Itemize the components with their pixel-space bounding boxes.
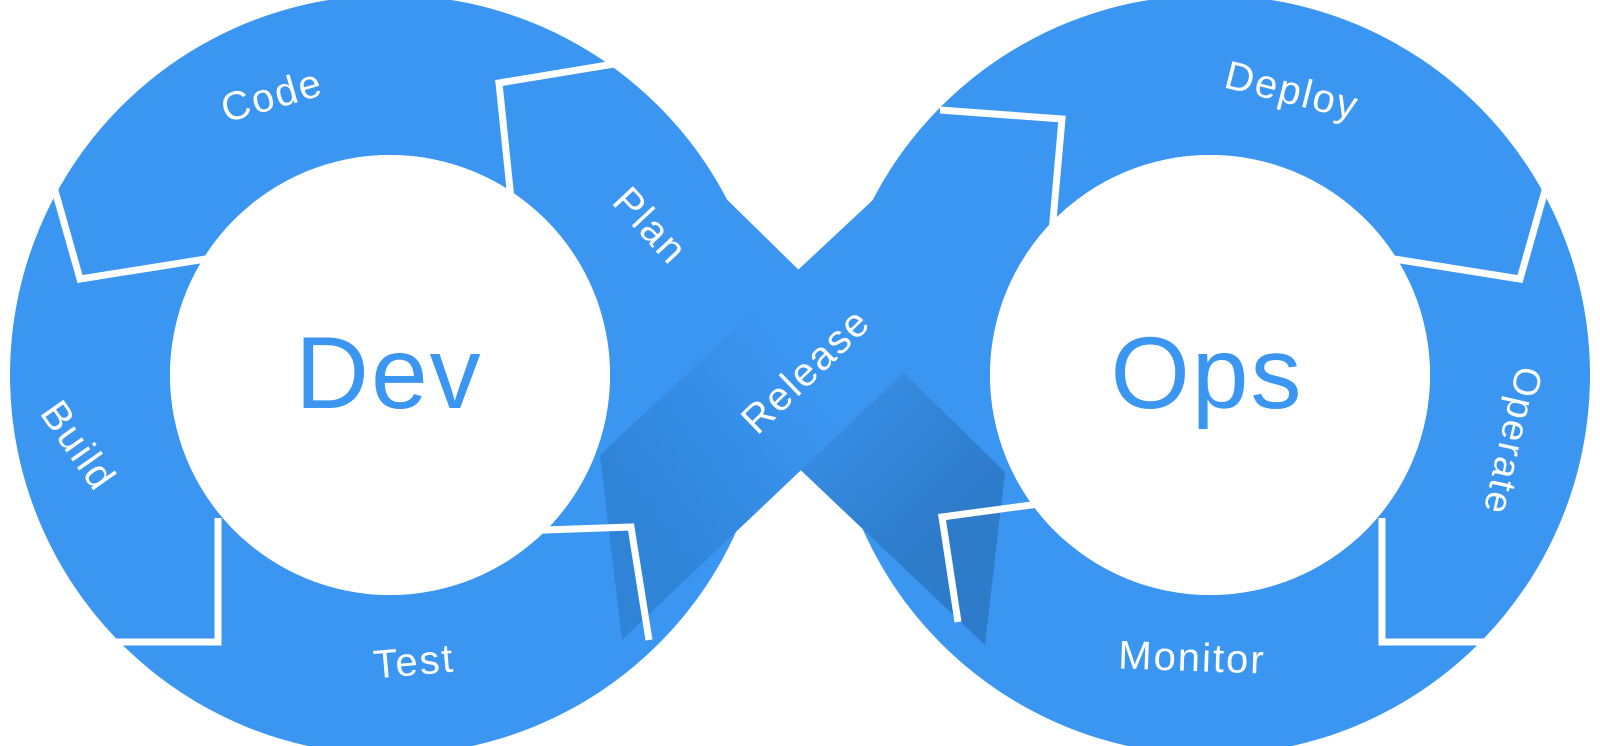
ops-center-disc xyxy=(990,155,1430,595)
dev-center-disc xyxy=(170,155,610,595)
label-test: Test xyxy=(372,637,457,688)
plan-arrow-tip-divider xyxy=(495,60,615,200)
build-test-divider xyxy=(108,518,222,646)
code-build-divider xyxy=(48,179,207,283)
release-band xyxy=(600,126,1056,640)
deploy-operate-divider xyxy=(1393,179,1552,283)
label-monitor: Monitor xyxy=(1118,633,1267,682)
release-arrow-tip-divider xyxy=(939,106,1066,233)
test-release-divider xyxy=(515,523,653,641)
operate-monitor-divider xyxy=(1378,518,1492,646)
label-ops: Ops xyxy=(1110,316,1303,430)
label-dev: Dev xyxy=(295,316,482,430)
monitor-plan-divider xyxy=(938,499,1047,623)
